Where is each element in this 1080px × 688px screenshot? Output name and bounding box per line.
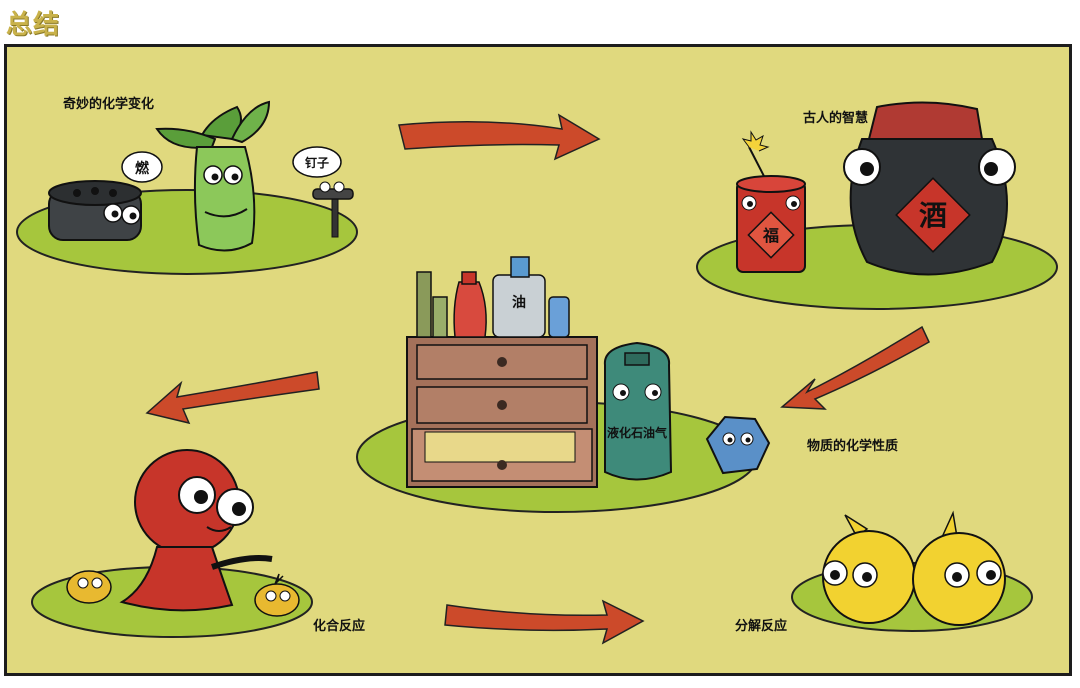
arrow-left [145,371,320,425]
svg-text:油: 油 [512,294,526,311]
nail-character [312,181,354,238]
svg-text:酒: 酒 [919,199,947,232]
label-ancient-wisdom: 古人的智慧 [803,111,869,126]
label-chemical-property: 物质的化学性质 [807,439,899,454]
svg-text:燃: 燃 [135,160,150,177]
arrow-top [398,113,601,161]
firecracker-character: 福 [736,130,806,273]
bottles: 油 [416,256,570,338]
page-title: 总结 [6,10,61,40]
svg-text:福: 福 [762,226,779,245]
yellow-twin-characters [822,510,1006,626]
summary-panel: 燃 钉子 福 [4,44,1072,676]
comic-illustration: 燃 钉子 福 [16,100,1058,645]
arrow-bottom [444,599,645,645]
plant-character [155,100,271,252]
coal-character [48,180,142,241]
label-combination-reaction: 化合反应 [313,619,366,634]
dresser [406,336,598,488]
blue-rock-character [705,415,771,475]
arrow-right-diagonal [780,325,930,410]
svg-text:液化石油气: 液化石油气 [607,425,667,440]
label-magic-chemical-change: 奇妙的化学变化 [63,97,155,112]
nail-speech-bubble: 钉子 [292,146,342,178]
wine-jar-character: 酒 [843,101,1016,276]
coal-speech-bubble: 燃 [121,151,163,183]
small-yellow-characters [66,570,300,617]
label-decomposition-reaction: 分解反应 [735,619,788,634]
gas-tank-character: 液化石油气 [603,341,673,481]
svg-text:钉子: 钉子 [305,155,329,170]
red-character [119,449,273,612]
